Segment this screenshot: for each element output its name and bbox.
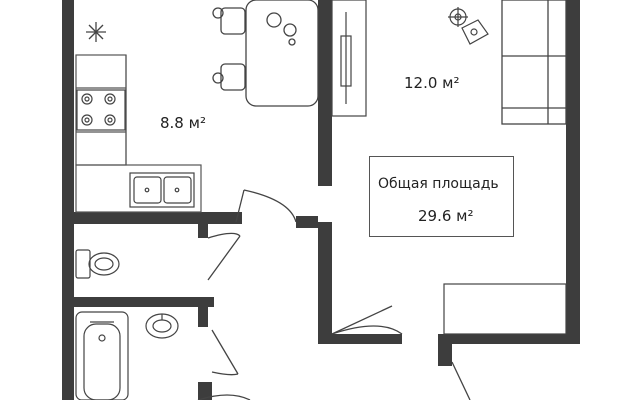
total-area-value: 29.6 м² [418, 207, 474, 225]
snowflake-icon [86, 22, 106, 42]
toilet [75, 249, 120, 279]
sofa [501, 0, 567, 125]
flower-icon [448, 7, 468, 27]
room-area-label: 12.0 м² [404, 74, 460, 92]
total-area-title: Общая площадь [378, 176, 499, 192]
coffee-table [461, 19, 489, 45]
washbasin [145, 313, 179, 339]
bed [443, 283, 567, 335]
kitchen-sink [129, 172, 195, 208]
stove [76, 89, 126, 131]
total-area-box [369, 156, 514, 237]
bathtub [75, 311, 129, 400]
doors [197, 189, 471, 400]
dining-table [212, 0, 319, 107]
walls [62, 0, 580, 400]
kitchen-counter [75, 54, 202, 213]
kitchen-area-label: 8.8 м² [160, 114, 206, 132]
tv-stand [331, 0, 367, 117]
